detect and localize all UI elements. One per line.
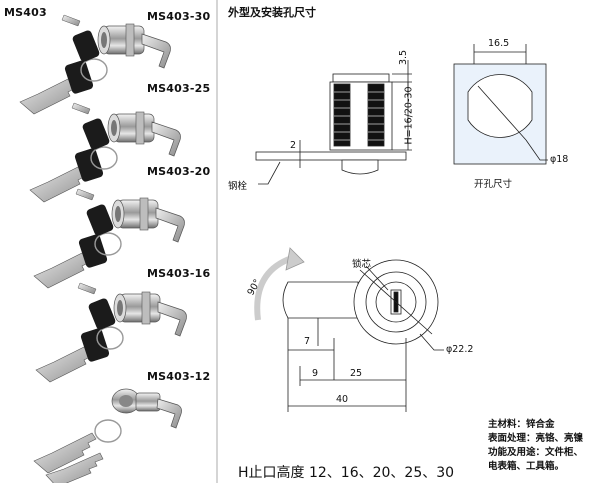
dim-16-5: 16.5 — [488, 38, 510, 49]
dim-3-5: 3.5 — [398, 49, 410, 66]
model-label-ms403-12: MS403-12 — [147, 370, 211, 383]
footer-heights: H止口高度 12、16、20、25、30 — [238, 465, 455, 481]
dim-7: 7 — [304, 336, 311, 347]
spec-surface: 表面处理：亮铬、亮镍 — [488, 433, 584, 444]
model-label-ms403-16: MS403-16 — [147, 267, 211, 280]
dim-phi22-2: φ22.2 — [446, 344, 474, 355]
spec-usage-cont: 电表箱、工具箱。 — [488, 461, 565, 472]
section-divider — [216, 0, 218, 483]
dim-25: 25 — [350, 368, 363, 379]
label-gangshuan: 钢栓 — [228, 181, 248, 192]
model-label-ms403-30: MS403-30 — [147, 10, 211, 23]
dim-40: 40 — [336, 394, 349, 405]
product-illustrations — [19, 14, 188, 483]
dim-h: H=16/20-30 — [403, 86, 415, 145]
label-kaikong: 开孔尺寸 — [474, 179, 513, 190]
spec-material: 主材料：锌合金 — [488, 419, 555, 430]
label-suoxin: 锁芯 — [352, 259, 372, 270]
dim-phi18: φ18 — [550, 154, 569, 165]
model-label-ms403: MS403 — [4, 6, 47, 19]
dim-9: 9 — [312, 368, 319, 379]
dim-2: 2 — [290, 140, 297, 151]
diagram-title: 外型及安装孔尺寸 — [228, 6, 316, 19]
model-label-ms403-20: MS403-20 — [147, 165, 211, 178]
model-label-ms403-25: MS403-25 — [147, 82, 211, 95]
spec-usage: 功能及用途：文件柜、 — [488, 447, 584, 458]
